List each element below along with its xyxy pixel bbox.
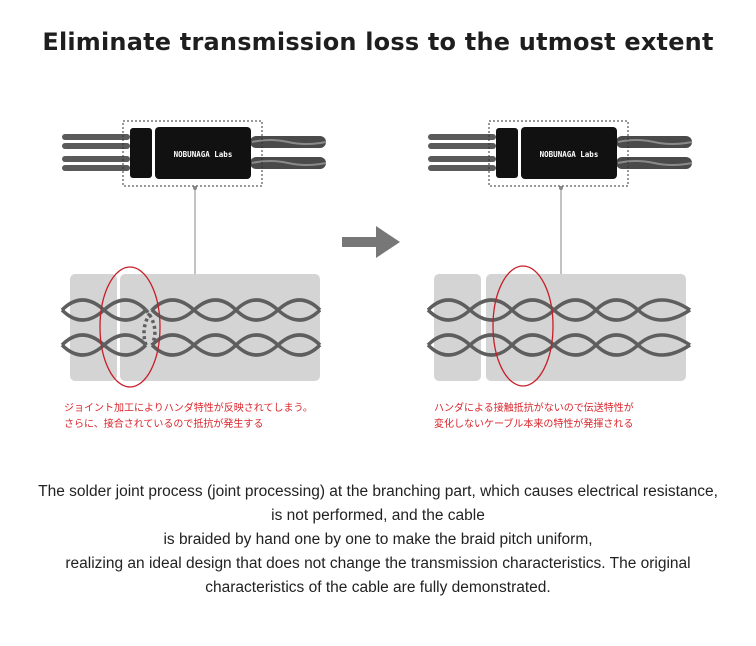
left-panel-small — [70, 274, 117, 381]
description: The solder joint process (joint processi… — [0, 480, 756, 600]
splitter-collar — [496, 128, 518, 178]
description-line: realizing an ideal design that does not … — [65, 555, 691, 572]
splitter-collar — [130, 128, 152, 178]
right-panel-large — [486, 274, 686, 381]
page-title: Eliminate transmission loss to the utmos… — [42, 28, 714, 56]
after-note: ハンダによる接触抵抗がないので伝送特性が 変化しないケーブル本来の特性が発揮され… — [434, 401, 634, 433]
right-braid — [426, 298, 691, 357]
splitter-label: NOBUNAGA Labs — [540, 150, 599, 159]
description-line: is not performed, and the cable — [271, 507, 485, 524]
right-highlight-circle — [492, 265, 554, 387]
left-input-cable — [62, 134, 130, 171]
description-line: is braided by hand one by one to make th… — [163, 531, 593, 548]
before-note-line-1: ジョイント加工によりハンダ特性が反映されてしまう。 — [64, 403, 313, 414]
before-note: ジョイント加工によりハンダ特性が反映されてしまう。 さらに、接合されているので抵… — [64, 401, 313, 433]
transition-arrow-icon — [342, 226, 400, 258]
after-note-line-1: ハンダによる接触抵抗がないので伝送特性が — [434, 403, 634, 414]
left-braid — [60, 298, 322, 357]
right-panel-small — [434, 274, 481, 381]
before-note-line-2: さらに、接合されているので抵抗が発生する — [64, 419, 264, 430]
description-line: The solder joint process (joint processi… — [38, 483, 718, 500]
splitter-body — [155, 127, 251, 179]
left-output-cable — [250, 136, 327, 169]
description-line: characteristics of the cable are fully d… — [205, 579, 551, 596]
left-highlight-circle — [99, 266, 161, 388]
splitter-label: NOBUNAGA Labs — [174, 150, 233, 159]
after-note-line-2: 変化しないケーブル本来の特性が発揮される — [434, 419, 634, 430]
splitter-body — [521, 127, 617, 179]
right-output-cable — [616, 136, 693, 169]
splitter-dashed-box — [488, 120, 629, 187]
after-diagram: NOBUNAGA Labs — [426, 120, 693, 387]
right-input-cable — [428, 134, 496, 171]
before-diagram: NOBUNAGA Labs — [60, 120, 327, 388]
left-panel-large — [120, 274, 320, 381]
splitter-dashed-box — [122, 120, 263, 187]
